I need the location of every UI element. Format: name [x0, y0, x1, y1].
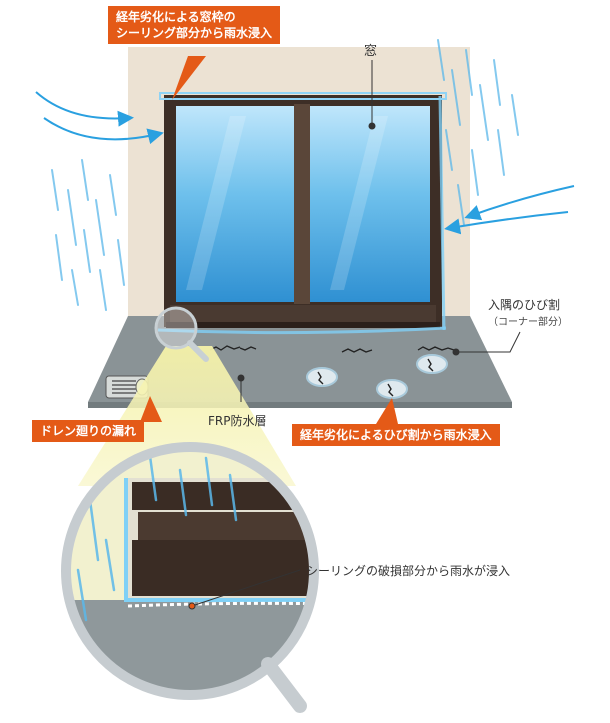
magnifier-beam	[78, 346, 296, 486]
callout-drain: ドレン廻りの漏れ	[32, 420, 145, 442]
callout-pointer-window	[172, 56, 206, 100]
crack-markers	[306, 354, 448, 399]
wind-arrows	[35, 91, 575, 235]
magnifier-icon	[61, 442, 319, 713]
floor-cracks	[209, 345, 455, 353]
corner-crack-title: 入隅のひび割	[488, 298, 561, 312]
rain-right	[437, 39, 519, 226]
callout-pointer-drain	[140, 396, 162, 422]
small-magnifier-icon	[154, 306, 209, 362]
frp-label: FRP防水層	[208, 414, 267, 428]
rain-left	[51, 159, 125, 311]
sealing-breach-label: シーリングの破損部分から雨水が浸入	[306, 564, 511, 578]
magnified-detail	[66, 447, 314, 695]
corner-crack-label: 入隅のひび割 （コーナー部分）	[488, 296, 568, 332]
callout-window-sealing: 経年劣化による窓枠の シーリング部分から雨水浸入	[108, 6, 281, 44]
callout-window-sealing-line1: 経年劣化による窓枠の	[116, 10, 236, 24]
callout-crack: 経年劣化によるひび割から雨水浸入	[292, 424, 500, 446]
leader-lines	[188, 60, 521, 610]
corner-crack-note: （コーナー部分）	[488, 317, 568, 328]
callout-pointer-crack	[376, 398, 398, 424]
window-label: 窓	[364, 44, 378, 59]
window	[157, 92, 447, 335]
callout-window-sealing-line2: シーリング部分から雨水浸入	[116, 26, 273, 40]
